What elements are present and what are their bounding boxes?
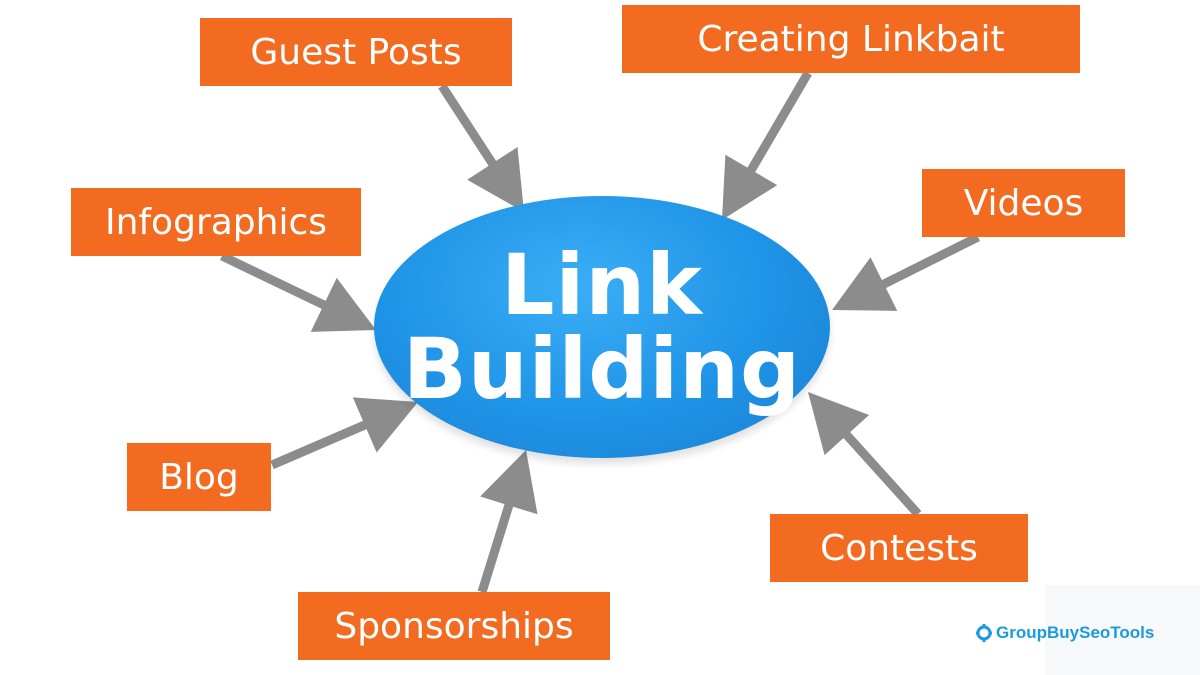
node-infographics: Infographics: [71, 188, 361, 256]
gear-icon: [976, 624, 992, 642]
arrow-head: [832, 257, 898, 311]
arrow-infographics: [220, 251, 376, 332]
arrow-shaft: [270, 420, 369, 470]
node-sponsorships: Sponsorships: [298, 592, 610, 660]
arrow-shaft: [438, 83, 498, 168]
arrow-shaft: [880, 232, 981, 289]
arrow-sponsorships: [477, 450, 538, 594]
arrow-head: [480, 450, 538, 515]
node-contests: Contests: [770, 514, 1028, 582]
arrow-shaft: [220, 251, 328, 310]
node-videos: Videos: [922, 169, 1125, 237]
watermark-logo: GroupBuySeoTools: [976, 620, 1156, 646]
arrow-guest-posts: [438, 83, 524, 212]
arrow-creating-linkbait: [722, 70, 812, 220]
arrow-shaft: [746, 70, 812, 174]
arrow-shaft: [842, 430, 922, 518]
watermark-text: GroupBuySeoTools: [996, 623, 1155, 642]
hub-line-1: Link: [501, 236, 703, 334]
arrow-head: [722, 154, 778, 220]
hub-line-2: Building: [402, 320, 802, 418]
arrow-videos: [832, 232, 981, 311]
node-blog: Blog: [127, 443, 271, 511]
arrow-head: [467, 147, 524, 212]
watermark-background: [1045, 585, 1200, 675]
arrow-head: [310, 277, 376, 332]
arrow-head: [352, 397, 418, 453]
arrow-blog: [270, 397, 418, 470]
arrow-contests: [808, 392, 922, 518]
node-creating-linkbait: Creating Linkbait: [622, 5, 1080, 73]
node-guest-posts: Guest Posts: [200, 18, 512, 86]
link-building-hub: Link Building: [374, 196, 830, 458]
arrow-head: [808, 392, 870, 456]
arrow-shaft: [477, 502, 514, 594]
